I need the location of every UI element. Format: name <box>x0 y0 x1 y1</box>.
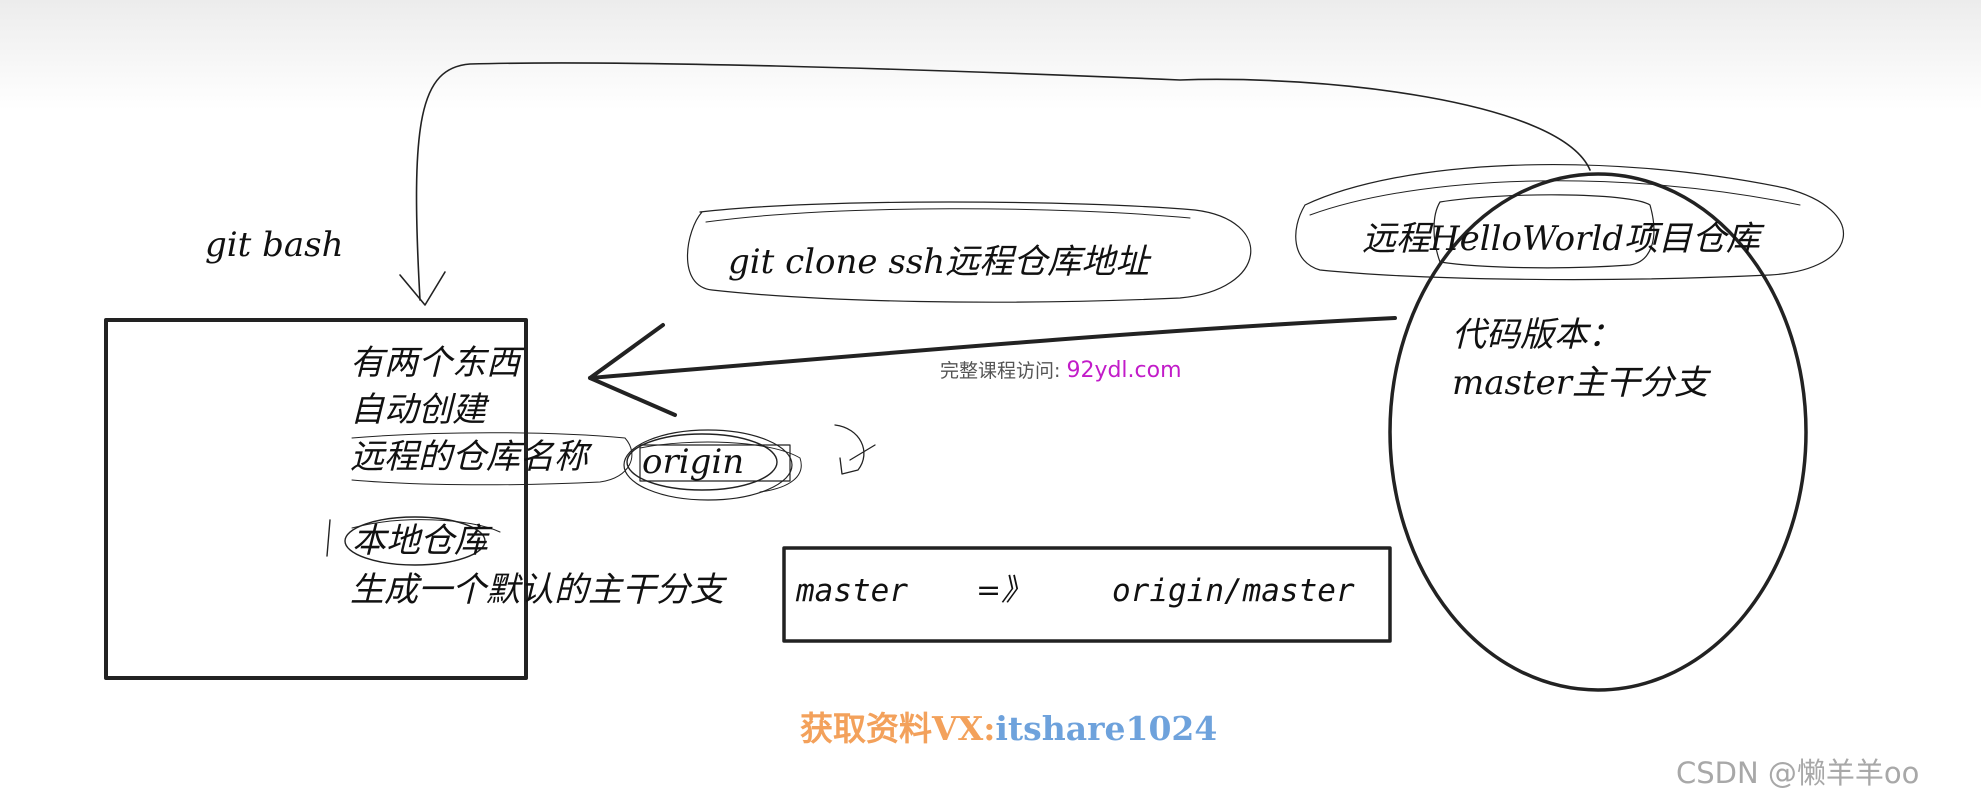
origin-circle <box>626 433 778 491</box>
clone-arrow-line <box>588 316 1397 380</box>
course-prefix: 完整课程访问: <box>940 360 1061 382</box>
origin-master-label: origin/master <box>1112 573 1355 609</box>
local-box <box>104 318 528 680</box>
course-watermark: 完整课程访问: 92ydl.com <box>940 356 1182 383</box>
local-repo-circle <box>344 516 486 566</box>
csdn-watermark: CSDN @懒羊羊oo <box>1676 756 1920 790</box>
course-url: 92ydl.com <box>1066 358 1182 383</box>
default-branch-label: 生成一个默认的主干分支 <box>350 570 724 610</box>
clone-command-label: git clone ssh远程仓库地址 <box>728 242 1150 282</box>
remote-title-scribble <box>1295 163 1844 281</box>
remote-name-scribble <box>351 432 633 486</box>
remote-master-branch: master主干分支 <box>1452 363 1708 403</box>
clone-scribble <box>687 201 1252 303</box>
top-fade-background <box>0 0 1981 110</box>
check-scribble <box>834 424 876 475</box>
curve-arrow-line <box>415 62 1591 301</box>
remote-repo-oval <box>1388 172 1808 692</box>
local-repo-label: 本地仓库 <box>352 521 488 561</box>
auto-create-label: 自动创建 <box>350 390 486 430</box>
clone-arrow-head <box>588 323 677 417</box>
maps-to-arrow: =》 <box>976 573 1032 608</box>
two-things-label: 有两个东西 <box>350 343 520 383</box>
mapping-box <box>782 546 1392 643</box>
vx-prefix: 获取资料VX: <box>800 709 996 748</box>
remote-name-label: 远程的仓库名称 <box>350 437 588 477</box>
vx-id: itshare1024 <box>995 709 1218 748</box>
origin-label: origin <box>642 442 745 482</box>
local-master-label: master <box>796 573 908 609</box>
git-bash-label: git bash <box>205 225 344 265</box>
vx-watermark: 获取资料VX:itshare1024 <box>800 702 1217 750</box>
code-version-label: 代码版本： <box>1452 315 1622 355</box>
curve-arrow-head <box>399 271 446 306</box>
remote-repo-title: 远程HelloWorld项目仓库 <box>1362 219 1760 259</box>
